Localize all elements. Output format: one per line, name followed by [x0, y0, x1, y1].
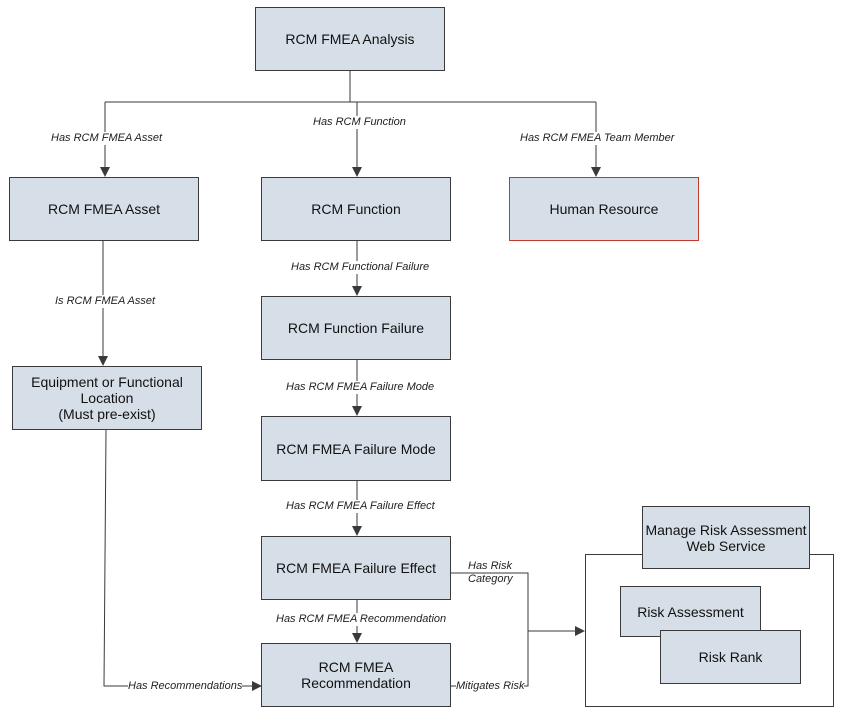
edge-mitigates-risk — [451, 631, 529, 687]
label-has-rcm-fmea-failure-mode: Has RCM FMEA Failure Mode — [286, 381, 435, 394]
label-has-risk-category: Has Risk Category — [468, 560, 513, 585]
node-rcm-fmea-failure-effect[interactable]: RCM FMEA Failure Effect — [261, 536, 451, 600]
label-has-rcm-fmea-failure-effect: Has RCM FMEA Failure Effect — [286, 500, 435, 513]
node-rcm-fmea-asset[interactable]: RCM FMEA Asset — [9, 177, 199, 241]
node-manage-risk-assessment-web-service[interactable]: Manage Risk Assessment Web Service — [642, 506, 810, 569]
label-has-rcm-function: Has RCM Function — [313, 116, 406, 129]
node-human-resource[interactable]: Human Resource — [509, 177, 699, 241]
label-has-rcm-functional-failure: Has RCM Functional Failure — [291, 261, 430, 274]
node-rcm-fmea-analysis[interactable]: RCM FMEA Analysis — [255, 7, 445, 71]
label-has-recommendations: Has Recommendations — [128, 680, 243, 693]
label-mitigates-risk: Mitigates Risk — [456, 680, 525, 693]
edge-has-recommendations — [103, 429, 262, 691]
label-has-rcm-fmea-team-member: Has RCM FMEA Team Member — [520, 132, 675, 145]
edge-has-risk-category — [451, 572, 529, 631]
label-has-rcm-fmea-asset: Has RCM FMEA Asset — [51, 132, 163, 145]
node-equipment-functional-location[interactable]: Equipment or Functional Location (Must p… — [12, 366, 202, 430]
node-rcm-function[interactable]: RCM Function — [261, 177, 451, 241]
node-rcm-function-failure[interactable]: RCM Function Failure — [261, 296, 451, 360]
node-risk-assessment[interactable]: Risk Assessment — [620, 586, 761, 637]
node-rcm-fmea-recommendation[interactable]: RCM FMEA Recommendation — [261, 643, 451, 707]
node-risk-rank[interactable]: Risk Rank — [660, 630, 801, 684]
label-is-rcm-fmea-asset: Is RCM FMEA Asset — [55, 295, 156, 308]
label-has-rcm-fmea-recommendation: Has RCM FMEA Recommendation — [276, 613, 447, 626]
node-rcm-fmea-failure-mode[interactable]: RCM FMEA Failure Mode — [261, 416, 451, 481]
